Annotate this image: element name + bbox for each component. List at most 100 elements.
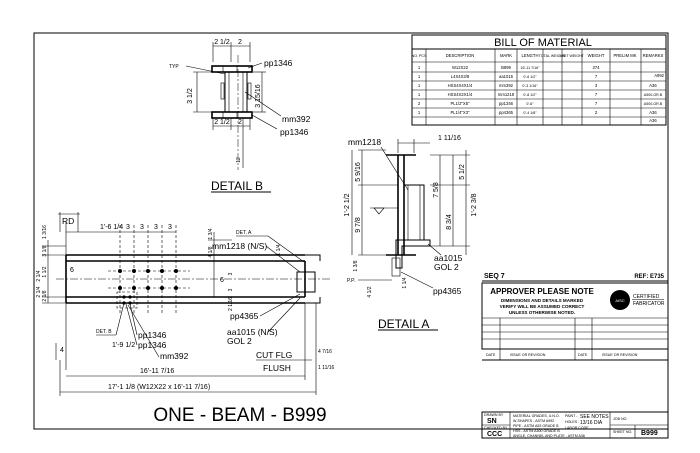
detail-a-dim-top: 1 11/16 [438,135,461,142]
detail-a-title: DETAIL A [378,317,429,331]
svg-text:pp4365: pp4365 [499,110,514,115]
elev-dim-r3: 4 1/8 [208,246,214,257]
detail-a-dim-r3: 8 3/4 [446,214,453,230]
detail-b: 2 1/2 2 TYP 3 1/2 3 15/16 2 1/2 2 [169,39,311,193]
elev-dim-l-2a: 2 1/4 [36,286,42,297]
svg-text:A500-GR.B: A500-GR.B [644,93,663,97]
svg-text:HSS4X2X1/4: HSS4X2X1/4 [448,92,473,97]
paint-value: SEE NOTES [580,414,609,420]
svg-text:0'-3 1/16": 0'-3 1/16" [522,84,538,88]
drawn-by-label: DRAWN BY [484,413,504,417]
svg-text:374: 374 [593,65,601,70]
detail-a-dim-b2: 4 1/2 [367,286,373,297]
svg-text:W12X22: W12X22 [452,65,469,70]
elev-dim-r7: 2 1/16 [228,297,234,311]
svg-text:A992: A992 [654,73,664,78]
svg-text:PL1/2"X5": PL1/2"X5" [450,101,470,106]
detail-b-plate-hole [222,65,238,73]
bolt-hole [132,286,136,290]
detail-b-dim-bot-b: 2 [238,119,242,126]
elev-dim-l-19: 1'-9 1/2 [112,342,135,349]
bom-row-6: 1 PL1/4"X3" pp4365 0'-4 1/8" 2 A36 [418,110,658,123]
rev-header-issue-2: ISSUE OR REVISION [602,353,638,357]
rev-header-date-2: DATE [578,353,588,357]
beam-end-connection [296,271,316,293]
elev-label-cut-flg: CUT FLG [256,350,292,360]
elev-label-pp1346-a: pp1346 [138,330,167,340]
beam-hole-pattern [108,225,190,315]
detail-a-label-gol2: GOL 2 [434,262,459,272]
approver-note-3: UNLESS OTHERWISE NOTED. [509,310,575,315]
checked-by-value: CCC [487,431,502,438]
piece-title: ONE - BEAM - B999 [153,405,326,426]
elev-label-rd: RD [62,216,74,226]
detail-b-dim-bot-a: 2 1/2 [214,119,230,126]
sheet-border [33,32,669,430]
elev-dim-overall-in: 16'-11 7/16 [140,368,174,375]
detail-a-dim-b1: 1 3/8 [353,260,359,271]
svg-text:A36: A36 [649,118,657,123]
checked-by-label: CHECKED BY [484,426,508,430]
svg-text:HSS4X4X1/4: HSS4X4X1/4 [448,83,473,88]
elev-dim-r1: 1 3/4 [208,228,214,239]
svg-text:2: 2 [595,110,598,115]
svg-text:0'-6 1/2": 0'-6 1/2" [523,75,537,79]
svg-text:CERTIFIED: CERTIFIED [633,294,660,300]
elev-label-pp4365: pp4365 [230,311,259,321]
elev-dim-r5: 3 [228,272,234,275]
svg-text:1: 1 [418,65,421,70]
bolt-hole [146,286,150,290]
bolt-hole [146,269,150,273]
elev-label-mm1218-ns: mm1218 (N/S) [212,241,267,251]
bom-row-5: 2 PL1/2"X5" pp1346 0'-6" 7 A36 [418,101,658,115]
svg-text:2: 2 [418,101,421,106]
bolt-hole [160,269,164,273]
holes-label: HOLES - [565,420,580,424]
bom-header-remarks: REMARKS [643,53,664,58]
svg-text:A36: A36 [649,110,657,115]
svg-text:FABRICATOR: FABRICATOR [633,301,665,307]
elev-dim-top-1: 3 [126,224,130,231]
bolt-hole [128,295,132,299]
elev-dim-overall: 17'-1 1/8 (W12X22 x 16'-11 7/16) [108,384,210,391]
bom-frame [411,34,667,126]
rev-header-date-1: DATE [486,353,496,357]
svg-text:16'-11 7/16": 16'-11 7/16" [521,66,541,70]
detail-a-dim-pp: P.P. [347,278,355,284]
svg-text:7: 7 [595,101,598,106]
job-no-label: JOB NO. [613,417,627,421]
svg-text:L4X4X3/8: L4X4X3/8 [451,74,470,79]
elev-dim-b-right2: 1 11/16 [318,365,335,371]
svg-text:B999: B999 [501,65,511,70]
approver-note-2: VERIFY WILL BE ASSUMED CORRECT [500,304,585,309]
elev-label-det-b: DET. B [96,329,112,335]
bom-header-length: LENGTH [522,53,539,58]
detail-a-label-aa1015: aa1015 [434,253,463,263]
elev-dim-top-3: 3 [154,224,158,231]
bom-header-total-weight: TOTAL WEIGHT [539,54,566,58]
detail-a-dim-l2: 1'-2 1/2 [344,193,351,216]
detail-a: 1 11/16 5 9/16 1'-2 1/2 9 7/8 7 5/8 [344,135,478,331]
title-seq: SEQ 7 [484,273,505,280]
bolt-hole [118,269,122,273]
detail-b-dim-side-b: 3 15/16 [255,84,262,107]
bom-header-description: DESCRIPTION [446,53,475,58]
material-line-5: ANGLE, CHANNEL AND PLATE - ASTM A36 [513,434,585,438]
elev-dim-l-2b: 2 1/4 [36,270,42,281]
bom-header-pcs: NO. PCS [412,54,427,58]
svg-text:mm392: mm392 [499,83,514,88]
elev-dim-l-6: 6 [70,267,74,274]
elev-label-mm392: mm392 [160,351,189,361]
detail-a-hss-mm1218 [403,184,425,241]
paint-label: PAINT - [565,414,578,418]
bolt-hole [118,286,122,290]
detail-b-dim-top-a: 2 1/2 [214,39,230,46]
svg-text:A36: A36 [649,83,657,88]
bom-header-prelim-mk: PRELIM MK [613,53,636,58]
bolt-hole [174,269,178,273]
bolt-hole [128,301,132,305]
svg-text:1: 1 [418,92,421,97]
labor-code-label: LABOR CODE [565,426,589,430]
detail-b-top-plate [211,65,253,73]
elev-dim-top-0: 1'-6 1/4 [100,224,123,231]
